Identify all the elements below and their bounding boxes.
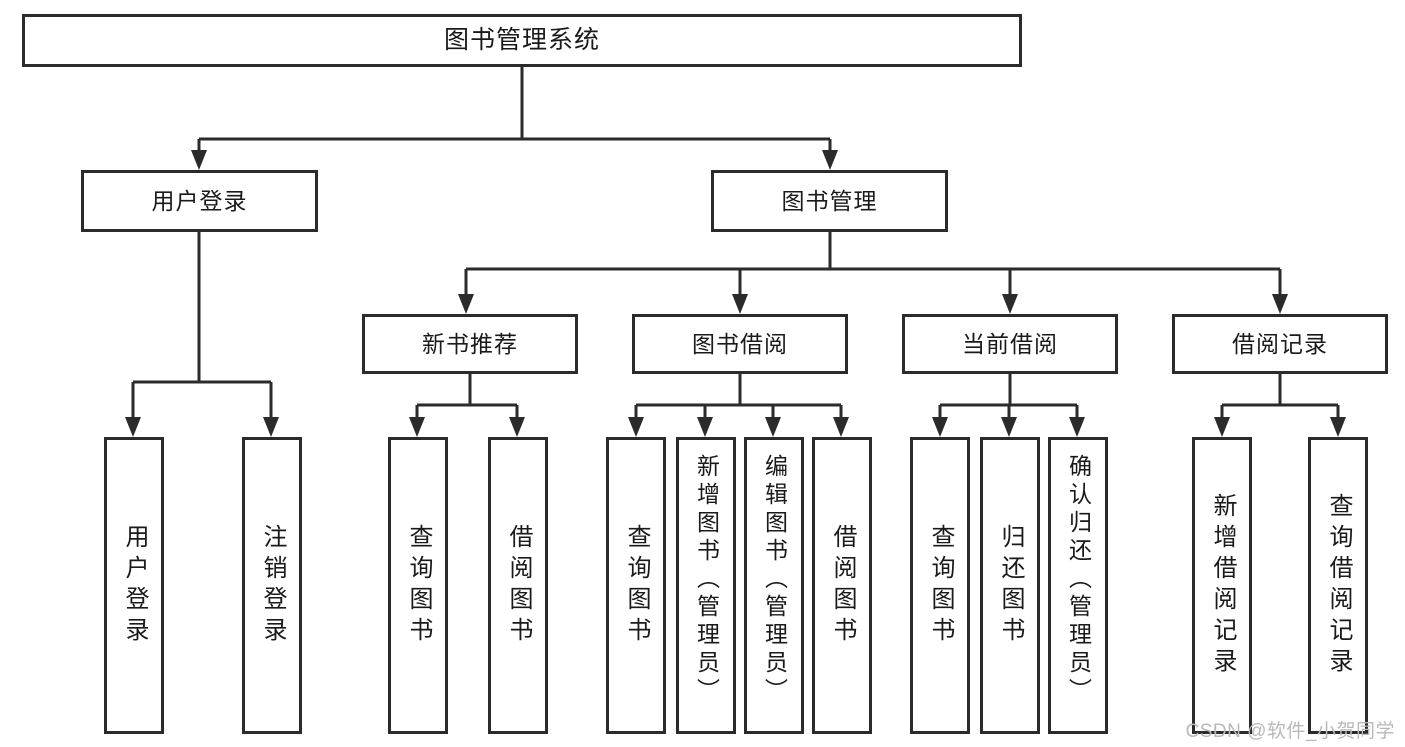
leaf-book-borrow-edit-admin[interactable]: 编辑图书（管理员） bbox=[744, 437, 804, 734]
leaf-current-borrow-confirm-return-admin[interactable]: 确认归还（管理员） bbox=[1048, 437, 1108, 734]
leaf-user-login-signout[interactable]: 注销登录 bbox=[242, 437, 302, 734]
leaf-borrow-record-query[interactable]: 查询借阅记录 bbox=[1308, 437, 1368, 734]
node-label: 图书借阅 bbox=[692, 330, 788, 357]
node-label: 新书推荐 bbox=[422, 330, 518, 357]
arrowhead-cb-1 bbox=[932, 417, 948, 437]
node-label: 借阅图书 bbox=[505, 523, 532, 648]
node-label: 查询借阅记录 bbox=[1325, 492, 1352, 679]
node-label: 图书管理 bbox=[781, 187, 878, 214]
node-label: 图书管理系统 bbox=[443, 26, 600, 55]
node-label: 确认归还（管理员） bbox=[1065, 454, 1092, 706]
node-label: 查询图书 bbox=[927, 523, 954, 648]
leaf-book-borrow-query[interactable]: 查询图书 bbox=[606, 437, 666, 734]
arrowhead-l3-2 bbox=[732, 294, 748, 314]
leaf-new-book-borrow[interactable]: 借阅图书 bbox=[488, 437, 548, 734]
leaf-current-borrow-query[interactable]: 查询图书 bbox=[910, 437, 970, 734]
arrowhead-l3-4 bbox=[1272, 294, 1288, 314]
node-label: 当前借阅 bbox=[962, 330, 1058, 357]
node-user-login[interactable]: 用户登录 bbox=[81, 170, 318, 232]
arrowhead-nbr-1 bbox=[409, 417, 425, 437]
leaf-current-borrow-return[interactable]: 归还图书 bbox=[980, 437, 1040, 734]
node-label: 查询图书 bbox=[623, 523, 650, 648]
arrowhead-user-login bbox=[191, 150, 207, 170]
leaf-book-borrow-borrow[interactable]: 借阅图书 bbox=[812, 437, 872, 734]
arrowhead-nbr-2 bbox=[509, 417, 525, 437]
arrowhead-l3-1 bbox=[458, 294, 474, 314]
leaf-new-book-query[interactable]: 查询图书 bbox=[388, 437, 448, 734]
node-borrow-record[interactable]: 借阅记录 bbox=[1172, 314, 1388, 374]
node-book-borrow[interactable]: 图书借阅 bbox=[632, 314, 848, 374]
node-label: 编辑图书（管理员） bbox=[761, 454, 788, 706]
arrowhead-cb-3 bbox=[1069, 417, 1085, 437]
arrowhead-l3-3 bbox=[1002, 294, 1018, 314]
node-book-management[interactable]: 图书管理 bbox=[711, 170, 948, 232]
node-label: 查询图书 bbox=[405, 523, 432, 648]
arrowhead-ul-1 bbox=[125, 417, 141, 437]
arrowhead-ul-2 bbox=[263, 417, 279, 437]
arrowhead-br-2 bbox=[1330, 417, 1346, 437]
leaf-borrow-record-add[interactable]: 新增借阅记录 bbox=[1192, 437, 1252, 734]
node-label: 用户登录 bbox=[121, 523, 148, 648]
node-label: 借阅记录 bbox=[1232, 330, 1328, 357]
arrowhead-bb-2 bbox=[697, 417, 713, 437]
arrowhead-bb-3 bbox=[765, 417, 781, 437]
node-label: 新增图书（管理员） bbox=[693, 454, 720, 706]
node-label: 归还图书 bbox=[997, 523, 1024, 648]
arrowhead-bb-1 bbox=[628, 417, 644, 437]
node-label: 借阅图书 bbox=[829, 523, 856, 648]
node-root-book-management-system[interactable]: 图书管理系统 bbox=[22, 14, 1022, 67]
arrowhead-bb-4 bbox=[833, 417, 849, 437]
arrowhead-book-manage bbox=[822, 150, 838, 170]
leaf-book-borrow-add-admin[interactable]: 新增图书（管理员） bbox=[676, 437, 736, 734]
node-current-borrow[interactable]: 当前借阅 bbox=[902, 314, 1118, 374]
arrowhead-br-1 bbox=[1214, 417, 1230, 437]
node-label: 新增借阅记录 bbox=[1209, 492, 1236, 679]
watermark: CSDN @软件_小贺同学 bbox=[1185, 721, 1395, 742]
node-label: 注销登录 bbox=[259, 523, 286, 648]
node-new-book-recommend[interactable]: 新书推荐 bbox=[362, 314, 578, 374]
arrowhead-cb-2 bbox=[1001, 417, 1017, 437]
node-label: 用户登录 bbox=[151, 187, 248, 214]
leaf-user-login-signin[interactable]: 用户登录 bbox=[104, 437, 164, 734]
